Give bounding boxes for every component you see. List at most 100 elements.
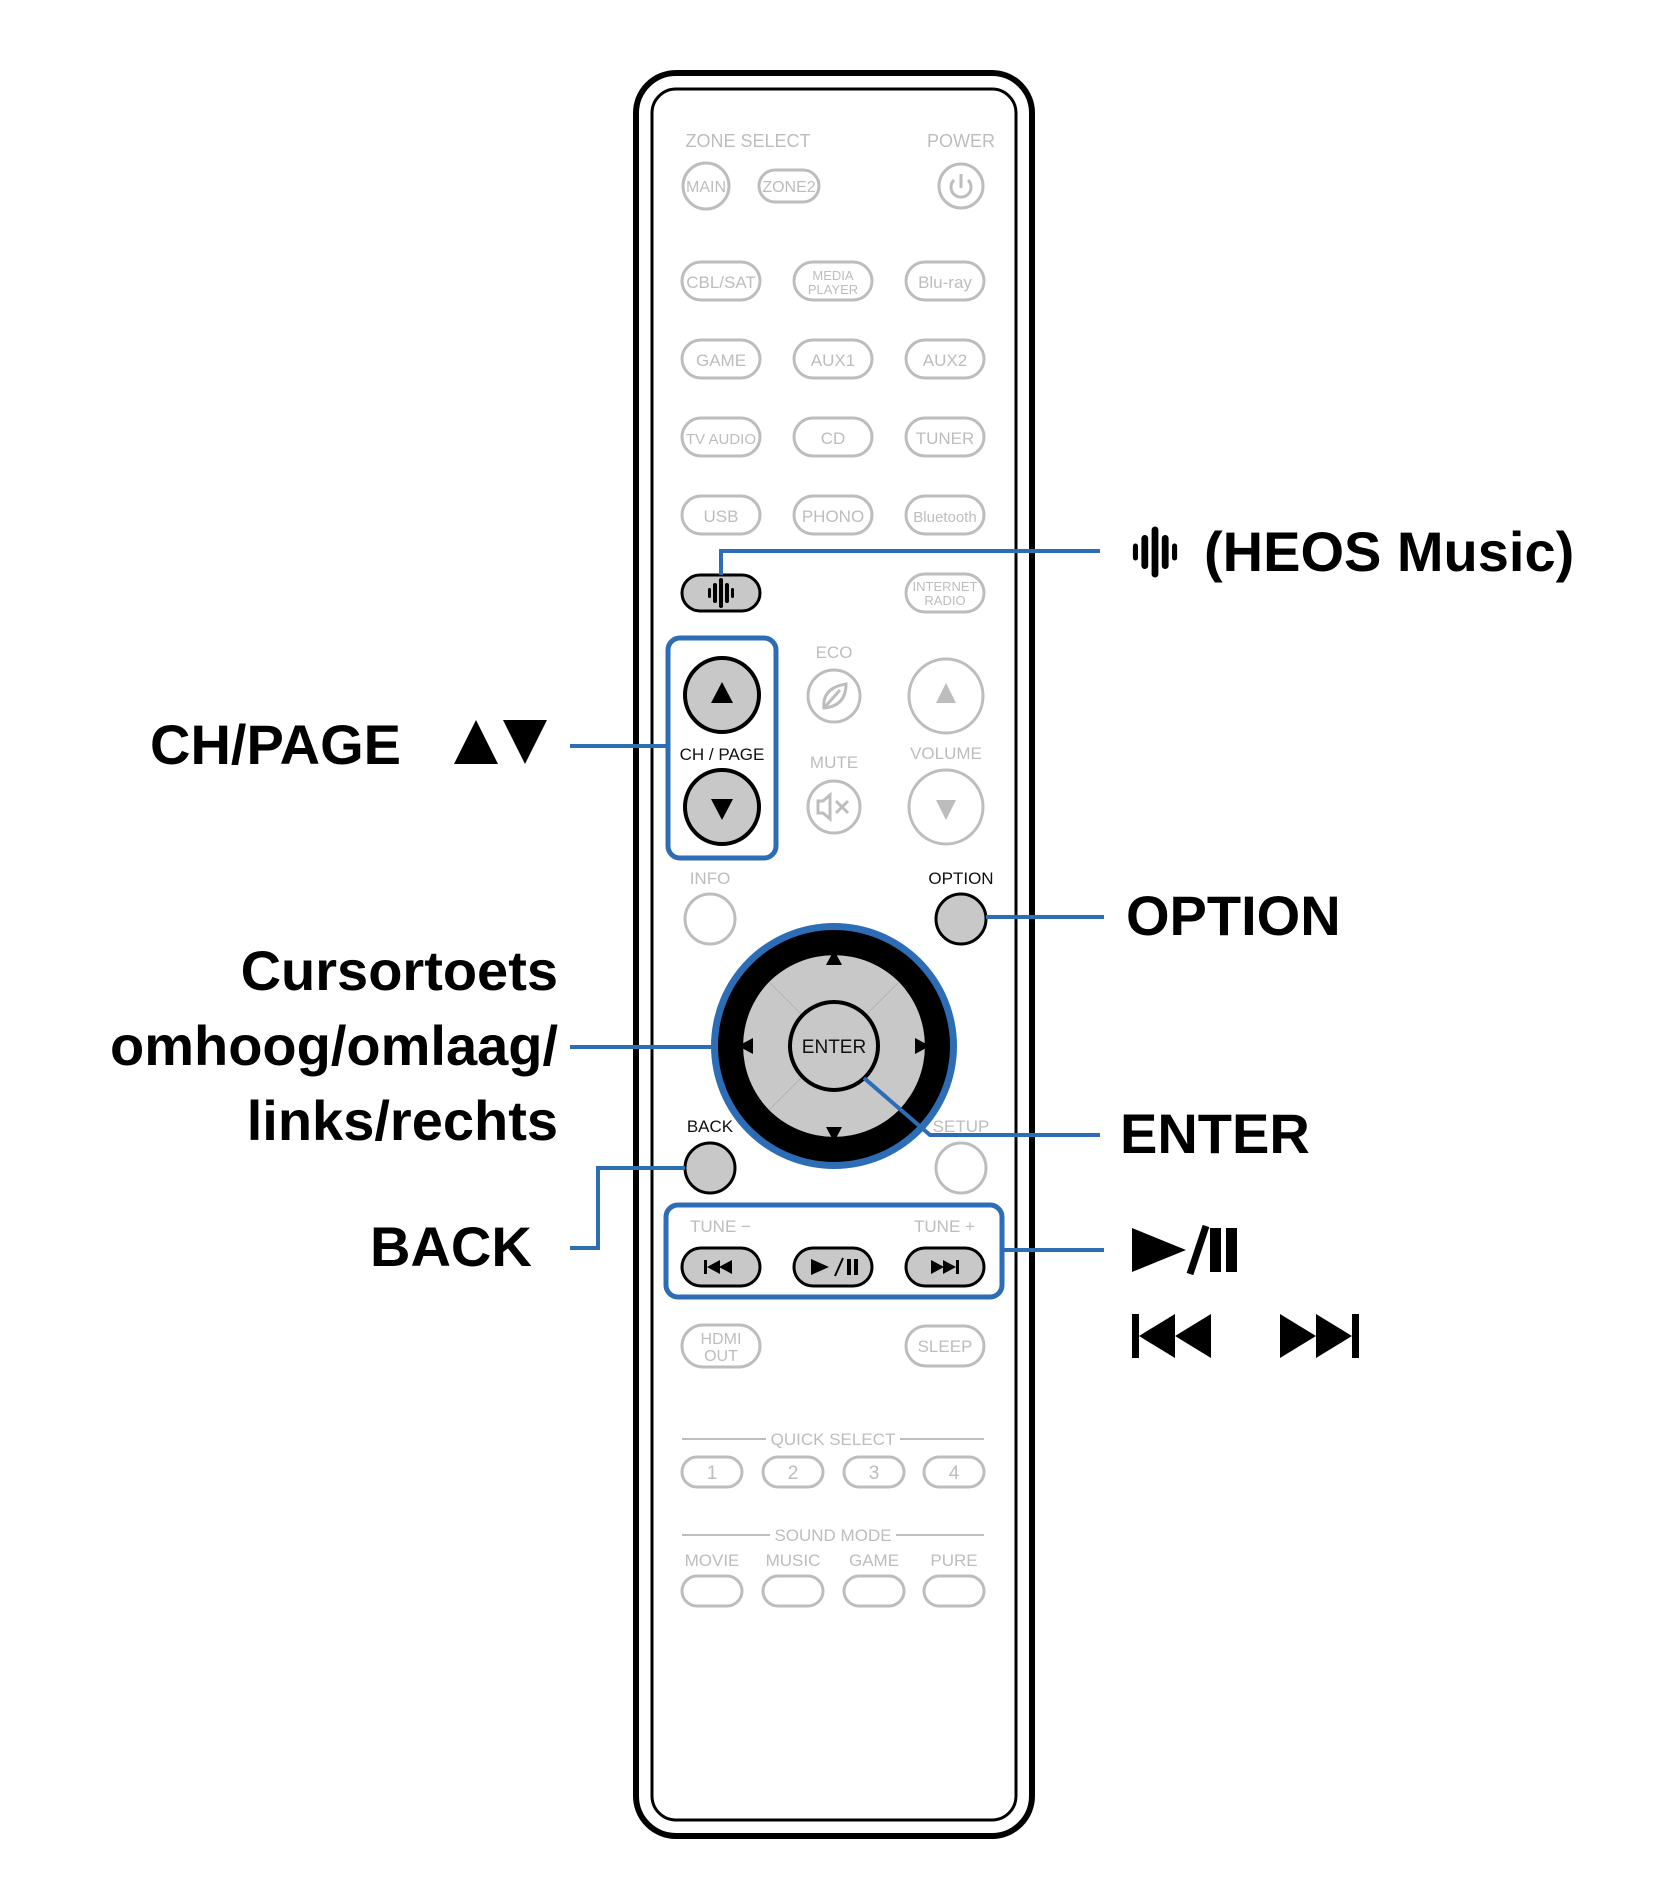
sound-mode-pure-label: PURE: [930, 1551, 977, 1570]
source-aux2-button[interactable]: [904, 338, 986, 380]
quick-select-3-button[interactable]: [842, 1455, 906, 1489]
quick-select-2-label: 2: [788, 1463, 799, 1484]
source-game-label: GAME: [696, 351, 746, 370]
quick-select-label: QUICK SELECT: [771, 1430, 896, 1449]
source-bluray-label: Blu-ray: [918, 273, 972, 292]
source-tuner-label: TUNER: [916, 429, 975, 448]
option-callout-label: OPTION: [1126, 884, 1341, 947]
eco-leaf-icon: [822, 682, 848, 710]
cursor-callout-line-3: links/rechts: [247, 1089, 558, 1152]
tune-plus-label: TUNE +: [914, 1217, 975, 1236]
quick-select-1-label: 1: [707, 1463, 718, 1484]
previous-icon: [704, 1260, 732, 1274]
sound-mode-movie-button[interactable]: [680, 1574, 744, 1608]
enter-label: ENTER: [802, 1037, 866, 1058]
source-tuner-button[interactable]: [904, 416, 986, 458]
source-usb-button[interactable]: [680, 494, 762, 536]
setup-label: SETUP: [933, 1117, 990, 1136]
sound-mode-game-button[interactable]: [842, 1574, 906, 1608]
sound-mode-pure-button[interactable]: [922, 1574, 986, 1608]
internet-radio-label-1: INTERNET: [913, 579, 978, 594]
volume-up-icon: [936, 683, 956, 703]
cursor-left-button[interactable]: [743, 982, 802, 1110]
source-bluetooth-button[interactable]: [904, 494, 986, 536]
source-bluetooth-label: Bluetooth: [913, 509, 976, 526]
cursor-callout-line-2: omhoog/omlaag/: [110, 1014, 558, 1077]
source-aux1-button[interactable]: [792, 338, 874, 380]
power-label: POWER: [927, 131, 995, 151]
cursor-callout-line-1: Cursortoets: [241, 939, 558, 1002]
source-cd-label: CD: [821, 429, 846, 448]
back-leader: [570, 1166, 685, 1250]
power-icon: [949, 174, 973, 199]
source-media-player-button[interactable]: [792, 260, 874, 302]
eco-label: ECO: [816, 643, 853, 662]
play-pause-icon: [811, 1257, 858, 1277]
option-button[interactable]: [934, 892, 988, 946]
main-zone-button[interactable]: [681, 161, 731, 211]
cursor-right-icon: [915, 1038, 930, 1054]
enter-leader: [862, 1076, 1100, 1137]
ch-page-callout-up-icon: [454, 720, 498, 764]
source-aux2-label: AUX2: [923, 351, 967, 370]
source-tv-audio-button[interactable]: [680, 416, 762, 458]
sound-mode-label: SOUND MODE: [774, 1526, 891, 1545]
setup-button[interactable]: [934, 1141, 988, 1195]
skip-callout-icon: [1132, 1314, 1359, 1358]
callout-lines: [570, 549, 1104, 1252]
ch-page-callout-label: CH/PAGE: [150, 713, 401, 776]
hdmi-out-button[interactable]: [680, 1323, 762, 1369]
source-media-player-label-2: PLAYER: [808, 282, 858, 297]
enter-button[interactable]: [788, 1000, 880, 1092]
quick-select-4-label: 4: [949, 1463, 960, 1484]
play-pause-button[interactable]: [792, 1246, 874, 1288]
tune-minus-label: TUNE −: [690, 1217, 751, 1236]
cursor-down-icon: [826, 1127, 842, 1142]
volume-label: VOLUME: [910, 744, 982, 763]
source-phono-button[interactable]: [792, 494, 874, 536]
cursor-right-button[interactable]: [866, 982, 925, 1110]
sound-mode-music-button[interactable]: [761, 1574, 825, 1608]
info-label: INFO: [690, 869, 731, 888]
zone2-label: ZONE2: [762, 179, 815, 196]
source-game-button[interactable]: [680, 338, 762, 380]
quick-select-2-button[interactable]: [761, 1455, 825, 1489]
source-media-player-label-1: MEDIA: [812, 268, 854, 283]
quick-select-3-label: 3: [869, 1463, 880, 1484]
back-button[interactable]: [683, 1141, 737, 1195]
sound-mode-music-label: MUSIC: [766, 1551, 821, 1570]
info-button[interactable]: [683, 892, 737, 946]
ch-page-label: CH / PAGE: [680, 745, 765, 764]
next-icon: [931, 1260, 959, 1274]
ch-page-down-icon: [711, 799, 733, 820]
heos-callout-icon: [1132, 526, 1178, 578]
cursor-up-button[interactable]: [769, 955, 899, 1015]
quick-select-4-button[interactable]: [922, 1455, 986, 1489]
source-phono-label: PHONO: [802, 507, 864, 526]
source-usb-label: USB: [704, 507, 739, 526]
sound-mode-movie-label: MOVIE: [685, 1551, 740, 1570]
mute-speaker-icon: [816, 791, 850, 823]
sleep-label: SLEEP: [918, 1337, 973, 1356]
play-pause-callout-icon: [1132, 1224, 1237, 1276]
hdmi-out-label-2: OUT: [704, 1348, 738, 1365]
sleep-button[interactable]: [904, 1324, 986, 1368]
ch-page-up-icon: [711, 682, 733, 703]
cursor-left-icon: [738, 1038, 753, 1054]
mute-button[interactable]: [806, 779, 862, 835]
heos-leader: [719, 549, 1100, 575]
cursor-down-button[interactable]: [769, 1077, 899, 1137]
zone2-button[interactable]: [757, 168, 821, 204]
source-cbl-sat-button[interactable]: [680, 260, 762, 302]
source-cd-button[interactable]: [792, 416, 874, 458]
hdmi-out-label-1: HDMI: [701, 1331, 742, 1348]
enter-callout-label: ENTER: [1120, 1102, 1310, 1165]
source-bluray-button[interactable]: [904, 260, 986, 302]
internet-radio-button[interactable]: [904, 572, 986, 614]
back-label: BACK: [687, 1117, 734, 1136]
zone-select-label: ZONE SELECT: [685, 131, 810, 151]
quick-select-1-button[interactable]: [680, 1455, 744, 1489]
source-cbl-sat-label: CBL/SAT: [686, 273, 756, 292]
heos-callout-label: (HEOS Music): [1204, 520, 1574, 583]
